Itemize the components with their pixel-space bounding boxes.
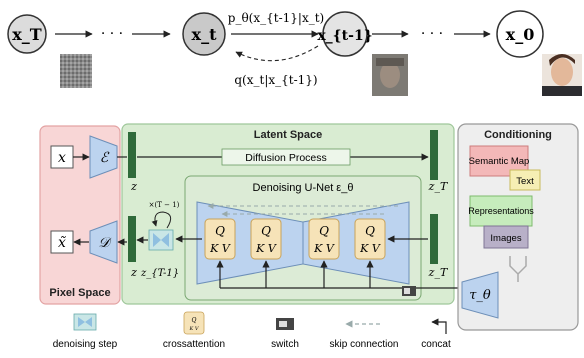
denoising-step-icon xyxy=(148,229,174,251)
legend-crossattention-label: crossattention xyxy=(163,339,225,350)
node-x-t-label: x_t xyxy=(192,25,218,44)
decoder-label: 𝒟 xyxy=(98,235,112,251)
node-x-t-minus-1-label: x_{t-1} xyxy=(317,28,372,44)
legend-crossattention-icon: Q K V xyxy=(183,311,205,335)
pixel-space-panel: Pixel Space x ℰ x̃ 𝒟 xyxy=(39,125,121,305)
input-x-label: x xyxy=(58,150,66,166)
tau-encoder-label: τ_θ xyxy=(469,288,491,303)
svg-text:K V: K V xyxy=(189,326,200,332)
latent-space-title: Latent Space xyxy=(254,129,322,141)
legend-denoising-step-label: denoising step xyxy=(53,339,118,350)
denoising-loop-arrow xyxy=(151,211,172,229)
decoder-trapezoid xyxy=(89,220,118,264)
images-label: Images xyxy=(490,233,521,244)
diffusion-chain: x_T · · · x_t p_θ(x_{t-1}|x_t) q(x_t|x_{… xyxy=(7,10,582,96)
latent-space-panel: Latent Space z z_T Diffusion Process Den… xyxy=(117,123,458,305)
node-x-T-label: x_T xyxy=(12,25,42,44)
forward-arrow-label: p_θ(x_{t-1}|x_t) xyxy=(228,11,324,25)
crossattention-block-3: Q K V xyxy=(308,218,340,260)
diffusion-process-box xyxy=(221,148,351,166)
conditioning-funnel xyxy=(509,256,527,282)
chain-ellipsis-2: · · · xyxy=(421,26,443,42)
conditioning-title: Conditioning xyxy=(484,129,552,141)
svg-text:Q: Q xyxy=(261,224,271,238)
encoder-label: ℰ xyxy=(100,150,110,166)
legend-skip-connection-label: skip connection xyxy=(330,339,399,350)
reverse-arrow xyxy=(235,45,319,62)
legend-switch-icon xyxy=(276,318,294,330)
text-box xyxy=(509,169,541,191)
latent-z-T-label-bottom: z_T xyxy=(428,266,449,279)
switch-icon xyxy=(402,286,416,296)
noisy-face-thumbnail xyxy=(372,54,408,96)
latent-z-T-label-top: z_T xyxy=(428,180,449,193)
output-x-tilde-label: x̃ xyxy=(58,235,66,251)
legend-switch-label: switch xyxy=(271,339,299,350)
svg-text:Q: Q xyxy=(319,224,329,238)
text-label: Text xyxy=(516,176,534,187)
latent-z-bar-bottom xyxy=(128,216,136,262)
latent-z-bar-top xyxy=(128,132,136,178)
crossattention-block-2: Q K V xyxy=(250,218,282,260)
tau-encoder-trapezoid xyxy=(461,271,499,319)
node-x-0-label: x_0 xyxy=(506,25,535,44)
latent-z-T-bar-bottom xyxy=(430,214,438,264)
images-box xyxy=(483,225,529,249)
crossattention-block-4: Q K V xyxy=(354,218,386,260)
clean-face-thumbnail xyxy=(542,54,582,96)
svg-text:Q: Q xyxy=(192,317,197,324)
legend-concat-label: concat xyxy=(421,339,451,350)
unet-label: Denoising U-Net ε_θ xyxy=(253,182,354,194)
latent-z-T-minus-1-label: z_{T-1} xyxy=(140,268,179,279)
svg-text:K V: K V xyxy=(209,242,231,255)
svg-text:K V: K V xyxy=(313,242,335,255)
conditioning-panel: Conditioning Semantic Map Text Represent… xyxy=(457,123,579,331)
svg-text:K V: K V xyxy=(359,242,381,255)
output-x-tilde-box xyxy=(50,230,74,254)
pixel-space-title: Pixel Space xyxy=(49,287,110,299)
diffusion-process-label: Diffusion Process xyxy=(245,152,327,164)
latent-z-T-bar-top xyxy=(430,130,438,180)
encoder-trapezoid xyxy=(89,135,118,179)
latent-z-label-bottom: z xyxy=(130,266,137,279)
crossattention-block-1: Q K V xyxy=(204,218,236,260)
svg-text:K V: K V xyxy=(255,242,277,255)
denoising-loop-label: ×(T − 1) xyxy=(149,201,180,209)
latent-z-label-top: z xyxy=(130,180,137,193)
svg-text:Q: Q xyxy=(215,224,225,238)
chain-ellipsis-1: · · · xyxy=(101,26,123,42)
representations-label: Representations xyxy=(468,206,534,216)
node-x-t-minus-1 xyxy=(322,11,368,57)
semantic-map-label: Semantic Map xyxy=(469,156,530,167)
reverse-arrow-label: q(x_t|x_{t-1}) xyxy=(234,73,317,87)
noise-image-thumbnail xyxy=(60,54,92,88)
node-x-t xyxy=(182,12,226,56)
legend: denoising step Q K V crossattention swit… xyxy=(53,311,451,350)
node-x-T xyxy=(7,14,47,54)
legend-concat-icon xyxy=(431,318,447,334)
node-x-0 xyxy=(496,10,544,58)
legend-denoising-step-icon xyxy=(73,313,97,331)
svg-text:Q: Q xyxy=(365,224,375,238)
